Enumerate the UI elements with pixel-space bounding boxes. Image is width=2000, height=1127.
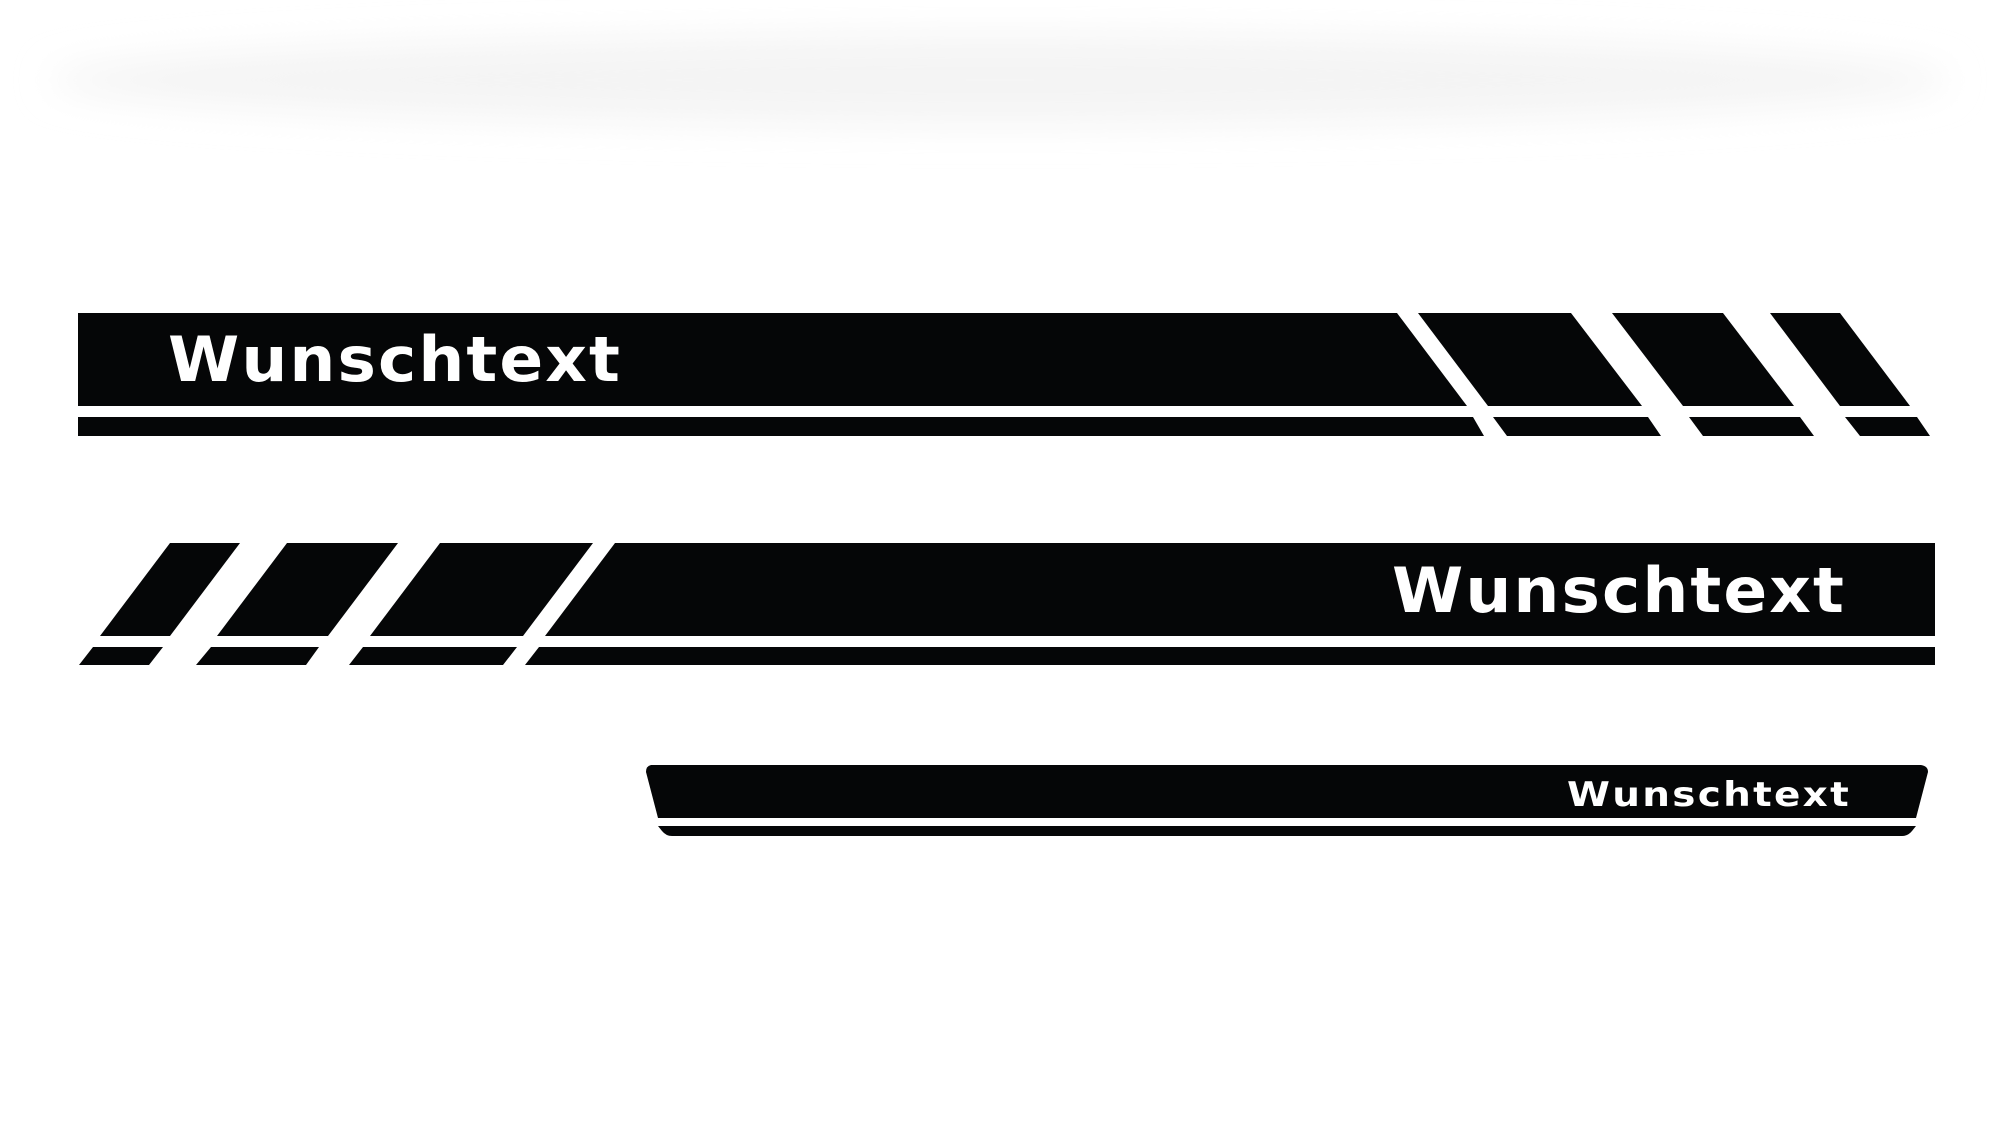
- decal-3-text: Wunschtext: [1567, 775, 1851, 815]
- decal-3-main-bar: [646, 765, 1928, 818]
- decal-1-thin-line: [1493, 417, 1661, 436]
- decal-2-thin-line: [79, 647, 163, 665]
- decal-1-diagonal-block: [1418, 313, 1642, 406]
- top-background-shadow: [50, 35, 1950, 125]
- decal-1-diagonal-block: [1770, 313, 1910, 406]
- decal-1-diagonal-block: [1612, 313, 1794, 406]
- decal-2-thin-line: [525, 647, 1935, 665]
- decal-1-thin-line: [1689, 417, 1814, 436]
- decal-2-thin-line: [196, 647, 319, 665]
- decal-2-diagonal-block: [100, 543, 240, 636]
- decal-1-text: Wunschtext: [168, 323, 622, 396]
- decal-1-main-bar: [78, 313, 1467, 406]
- decal-1-thin-line: [1845, 417, 1930, 436]
- decal-2-text: Wunschtext: [1392, 554, 1846, 627]
- decal-2-main-bar: [545, 543, 1935, 636]
- decal-2-diagonal-block: [370, 543, 593, 636]
- decal-2-diagonal-block: [217, 543, 398, 636]
- decal-stripe-1: Wunschtext: [78, 313, 1930, 436]
- decal-3-thin-line: [658, 826, 1916, 836]
- decal-1-thin-line: [78, 417, 1484, 436]
- decal-stripe-2: Wunschtext: [79, 543, 1935, 665]
- decal-sill-plate: Wunschtext: [646, 765, 1928, 836]
- decal-2-thin-line: [349, 647, 517, 665]
